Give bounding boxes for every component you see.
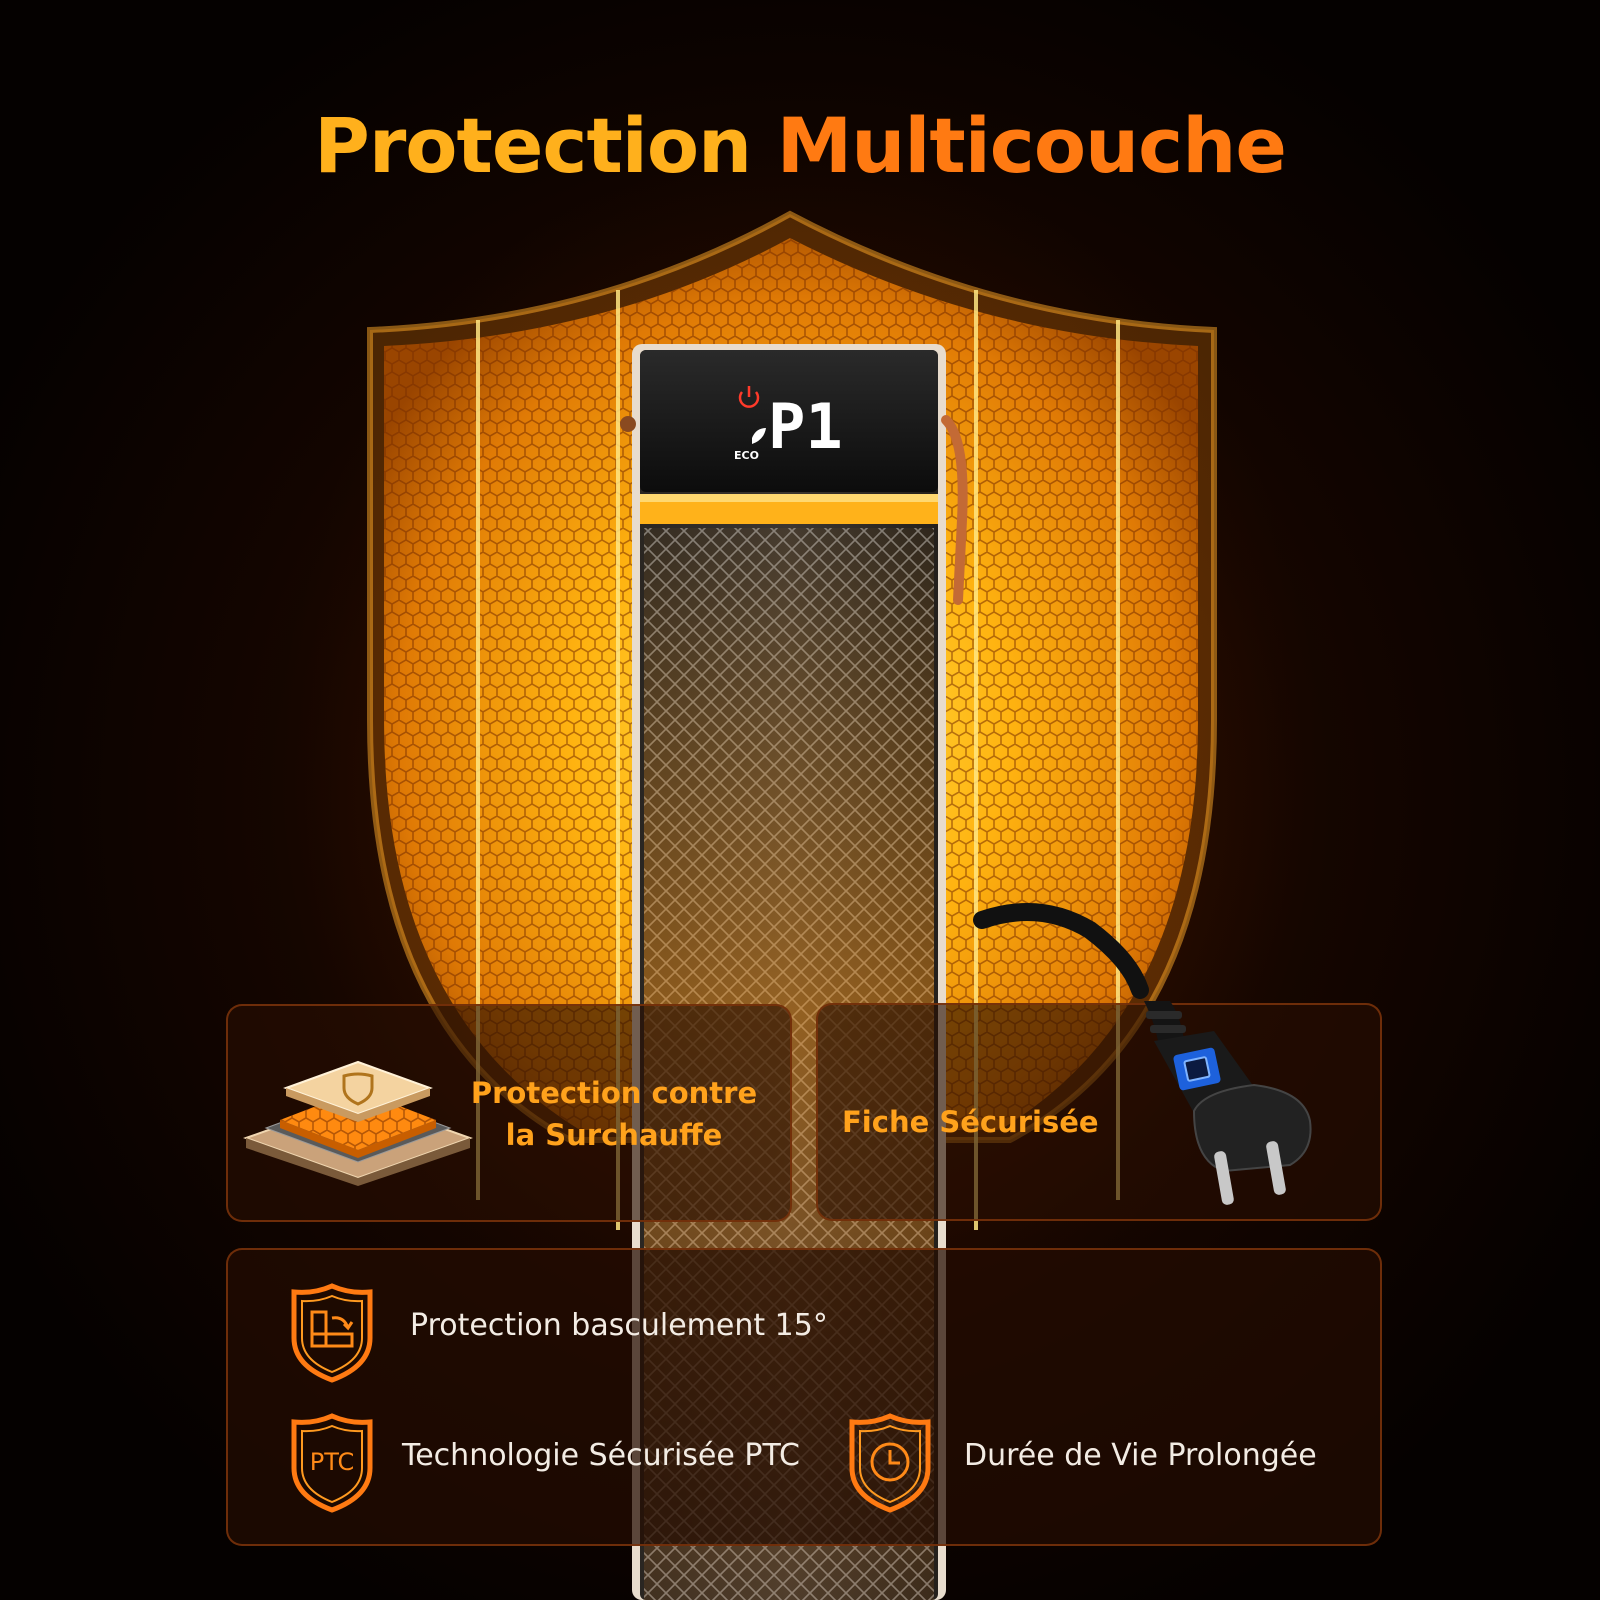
display-readout: P1 [768, 390, 843, 463]
plug-label: Fiche Sécurisée [842, 1105, 1099, 1139]
title-word-multicouche: Multicouche [776, 101, 1287, 190]
title-word-protection: Protection [314, 101, 752, 190]
tilt-shield-icon [291, 1283, 373, 1383]
feature-tilt-protection: Protection basculement 15° [410, 1308, 828, 1343]
clock-shield-icon [849, 1413, 931, 1513]
overheat-label-line-2: la Surchauffe [505, 1118, 723, 1152]
features-card: Protection basculement 15° PTC Technolog… [226, 1248, 1382, 1546]
light-line [974, 290, 978, 1230]
control-panel [640, 350, 938, 492]
ptc-shield-icon: PTC [291, 1413, 373, 1513]
light-line [616, 290, 620, 1230]
page-title: Protection Multicouche [0, 108, 1600, 184]
glow-strip-highlight [640, 494, 938, 502]
feature-long-lifespan: Durée de Vie Prolongée [964, 1438, 1317, 1473]
power-cable [973, 903, 1149, 999]
cord-wrap [941, 415, 968, 605]
secure-plug-card: Fiche Sécurisée [816, 1001, 1382, 1221]
ptc-icon-text: PTC [310, 1448, 354, 1476]
overheat-label: Protection contre la Surchauffe [464, 1072, 764, 1156]
leaf-icon [752, 428, 766, 444]
power-icon [738, 386, 760, 408]
plug-icon [1144, 1001, 1312, 1205]
eco-label: ECO [734, 449, 759, 462]
feature-ptc-technology: Technologie Sécurisée PTC [402, 1438, 800, 1473]
overheat-protection-card: Protection contre la Surchauffe [226, 1004, 792, 1222]
side-bolt [620, 416, 636, 432]
overheat-layers-icon [243, 1060, 473, 1186]
light-line [476, 320, 480, 1200]
overheat-label-line-1: Protection contre [470, 1076, 758, 1110]
light-line [1116, 320, 1120, 1200]
